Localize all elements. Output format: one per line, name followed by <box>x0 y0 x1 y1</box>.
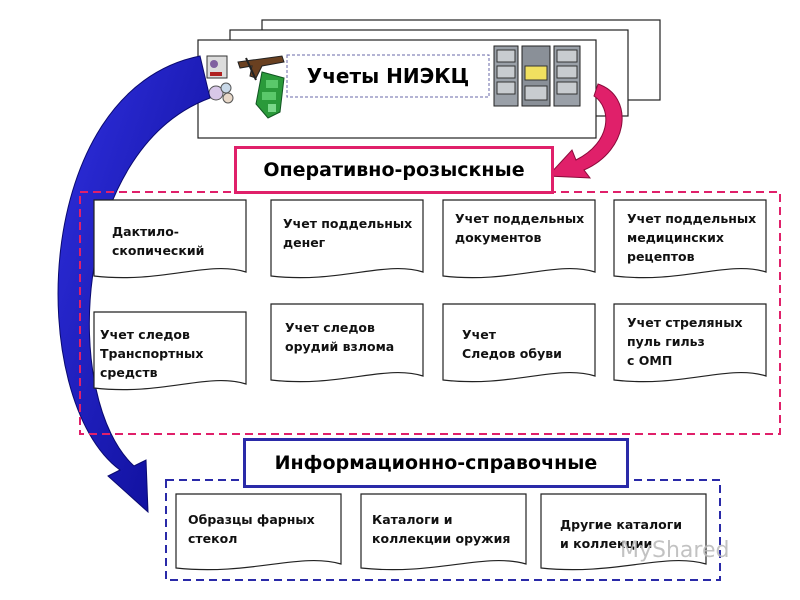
category-info: Информационно-справочные <box>243 438 629 488</box>
operative-item-2: Учет поддельных денег <box>283 214 412 252</box>
operative-item-8: Учет стреляных пуль гильз с ОМП <box>627 313 743 370</box>
file-cabinet-icon <box>494 46 580 106</box>
watermark: MyShared <box>620 538 729 563</box>
title-text: Учеты НИЭКЦ <box>288 56 488 96</box>
operative-item-6: Учет следов орудий взлома <box>285 318 394 356</box>
info-item-2: Каталоги и коллекции оружия <box>372 510 510 548</box>
info-item-1: Образцы фарных стекол <box>188 510 315 548</box>
operative-item-7: Учет Следов обуви <box>462 325 562 363</box>
operative-item-4: Учет поддельных медицинских рецептов <box>627 209 756 266</box>
arrow-to-info <box>58 56 210 512</box>
category-operative: Оперативно-розыскные <box>234 146 554 194</box>
operative-item-3: Учет поддельных документов <box>455 209 584 247</box>
operative-item-1: Дактило- скопический <box>112 222 204 260</box>
operative-item-5: Учет следов Транспортных средств <box>100 325 203 382</box>
